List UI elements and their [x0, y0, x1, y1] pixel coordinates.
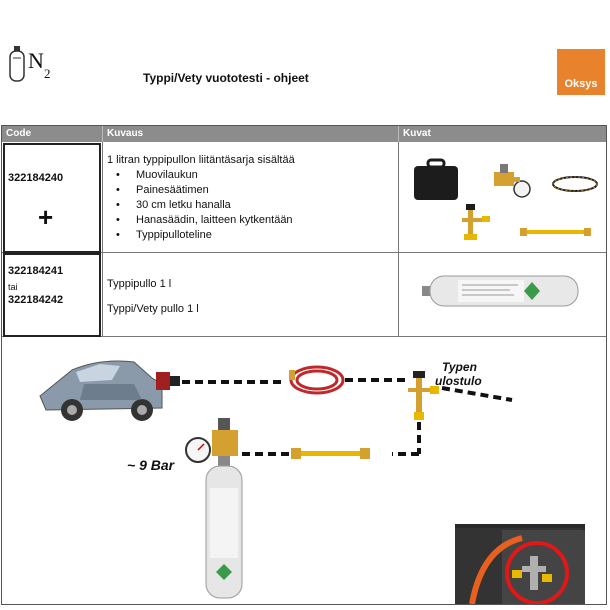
brand-logo: Oksys: [557, 49, 605, 95]
page-title: Typpi/Vety vuototesti - ohjeet: [143, 71, 309, 85]
yellow-hose: [291, 448, 370, 459]
logo-subscript: 2: [44, 66, 51, 81]
code-cell-highlight: [3, 253, 101, 337]
list-item: Hanasäädin, laitteen kytkentään: [112, 213, 293, 228]
list-item: Muovilaukun: [112, 168, 293, 183]
cylinder-description: Typpipullo 1 l: [107, 278, 172, 290]
connection-diagram: [39, 360, 585, 604]
kit-description: 1 litran typpipullon liitäntäsarja sisäl…: [107, 154, 295, 166]
cylinder-valve: [422, 286, 430, 296]
or-label: tai: [8, 282, 18, 292]
column-header-code: Code: [2, 126, 102, 142]
plus-symbol: +: [38, 202, 54, 232]
row-divider: [2, 336, 606, 337]
machine-photo: [455, 524, 585, 604]
code-cell-highlight: [3, 143, 101, 253]
pressure-label: ~ 9 Bar: [127, 457, 175, 473]
pressure-regulator: [185, 418, 238, 463]
product-code: 322184240: [8, 172, 64, 184]
gas-cylinder-icon: [9, 46, 25, 82]
product-code: 322184242: [8, 294, 64, 306]
logo-letter: N: [28, 48, 44, 73]
valve-adapter: [408, 371, 439, 420]
n2-logo: N 2: [6, 44, 54, 84]
product-table: Code Kuvaus Kuvat 322184240 + 1 litran t…: [1, 125, 607, 605]
cylinder-description: Typpi/Vety pullo 1 l: [107, 303, 199, 315]
cylinder-hazard-diamond: [524, 282, 540, 300]
kit-contents-illustration: [414, 158, 598, 240]
red-hose-coil: [289, 365, 345, 395]
service-coupler: [156, 372, 170, 390]
list-item: Typpipulloteline: [112, 228, 293, 243]
list-item: 30 cm letku hanalla: [112, 198, 293, 213]
outlet-label: Typen: [442, 360, 477, 374]
column-divider: [398, 142, 399, 336]
pressure-gauge: [513, 180, 531, 198]
regulator-body: [494, 172, 514, 186]
nitrogen-cylinder: [205, 456, 243, 599]
connection-line: [441, 386, 513, 402]
column-header-kuvaus: Kuvaus: [102, 126, 398, 142]
outlet-label: ulostulo: [435, 374, 482, 388]
kit-contents-list: Muovilaukun Painesäätimen 30 cm letku ha…: [112, 168, 293, 243]
column-divider: [102, 142, 103, 336]
short-hose: [525, 230, 585, 234]
column-header-kuvat: Kuvat: [398, 126, 606, 142]
carry-case: [414, 166, 458, 200]
row-divider: [2, 252, 606, 253]
car-illustration: [39, 360, 163, 421]
brand-name: Oksys: [564, 78, 598, 90]
product-code: 322184241: [8, 265, 64, 277]
cylinder-illustration: [422, 275, 579, 307]
list-item: Painesäätimen: [112, 183, 293, 198]
